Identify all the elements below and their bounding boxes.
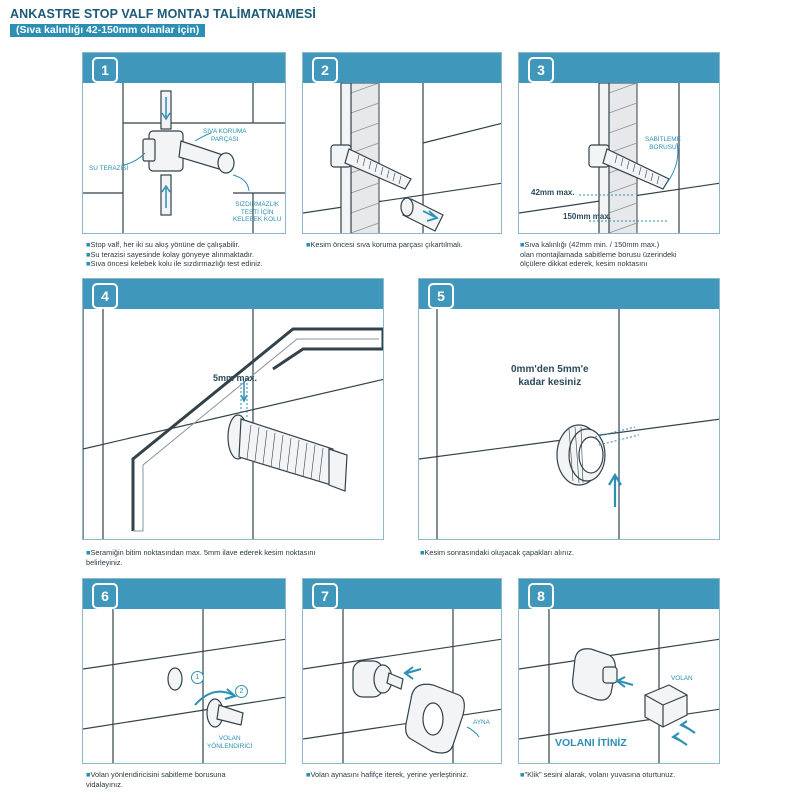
step-2-number: 2 [312, 57, 338, 83]
step-3-max-label: 150mm max. [563, 212, 612, 221]
step-8-illustration [519, 609, 719, 763]
step-5-caption-line-1: Kesim sonrasındaki oluşacak çapakları al… [424, 548, 574, 557]
step-2-caption-line-1: Kesim öncesi sıva koruma parçası çıkartı… [310, 240, 463, 249]
step-3-caption-line-2: olan montajlamada sabitleme borusu üzeri… [520, 249, 677, 259]
step-1-plaster-guard-label: SIVA KORUMA PARÇASI [203, 128, 247, 143]
step-5-illustration [419, 309, 719, 539]
step-3-illustration [519, 83, 719, 233]
step-6-number-2: 2 [235, 685, 248, 698]
step-3-fixing-pipe-label: SABİTLEME BORUSU [645, 136, 681, 151]
step-8-attach-label: VOLANI İTİNİZ [555, 737, 627, 749]
step-4-caption: ■Seramiğin bitim noktasından max. 5mm il… [86, 548, 316, 567]
step-4-panel: 4 5mm max. [82, 278, 384, 540]
document-title: ANKASTRE STOP VALF MONTAJ TALİMATNAMESİ [10, 7, 316, 21]
step-7-illustration [303, 609, 501, 763]
step-8-header: 8 [519, 579, 719, 609]
step-3-caption: ■Sıva kalınlığı (42mm min. / 150mm max.)… [520, 240, 677, 269]
step-2-header: 2 [303, 53, 501, 83]
step-8-number: 8 [528, 583, 554, 609]
step-1-panel: 1 SIVA KORUMA PARÇASI SU TERAZİSİ SIZDIR… [82, 52, 286, 234]
step-1-caption: ■Stop valf, her iki su akış yönüne de ça… [86, 240, 263, 269]
step-7-caption-line-1: Volan aynasını hafifçe iterek, yerine ye… [310, 770, 469, 779]
step-7-header: 7 [303, 579, 501, 609]
step-5-caption: ■Kesim sonrasındaki oluşacak çapakları a… [420, 548, 574, 557]
step-8-caption-line-1: "Klik" sesini alarak, volanı yuvasına ot… [524, 770, 676, 779]
step-4-caption-line-1: Seramiğin bitim noktasından max. 5mm ila… [90, 548, 316, 557]
step-5-panel: 5 0mm'den 5mm'e kadar kesiniz [418, 278, 720, 540]
step-6-caption-line-2: vidalayınız. [86, 779, 123, 789]
step-6-illustration [83, 609, 285, 763]
step-1-caption-line-1: Stop valf, her iki su akış yönüne de çal… [90, 240, 240, 249]
step-6-number-1: 1 [191, 671, 204, 684]
step-3-caption-line-1: Sıva kalınlığı (42mm min. / 150mm max.) [524, 240, 660, 249]
step-1-test-lever-label: SIZDIRMAZLIK TESTİ İÇİN KELEBEK KOLU [233, 201, 282, 223]
step-1-level-label: SU TERAZİSİ [89, 165, 129, 172]
step-6-header: 6 [83, 579, 285, 609]
step-3-panel: 3 SABİTLEME BORUSU 42mm max. 150mm max. [518, 52, 720, 234]
step-2-caption: ■Kesim öncesi sıva koruma parçası çıkart… [306, 240, 463, 249]
step-4-max-label: 5mm max. [213, 373, 258, 383]
step-7-number: 7 [312, 583, 338, 609]
step-1-caption-line-3: Sıva öncesi kelebek kolu ile sızdırmazlı… [90, 259, 263, 269]
step-3-number: 3 [528, 57, 554, 83]
step-3-min-label: 42mm max. [531, 188, 575, 197]
step-6-panel: 6 1 2 VOLAN YÖNLENDİRİCİ [82, 578, 286, 764]
step-3-header: 3 [519, 53, 719, 83]
step-3-caption-line-3: ölçülere dikkat ederek, kesim noktasını [520, 259, 648, 269]
step-2-illustration [303, 83, 501, 233]
step-1-caption-line-2: Su terazisi sayesinde kolay gönyeye alın… [90, 249, 254, 259]
step-7-mirror-label: AYNA [473, 719, 490, 726]
step-5-range-label: 0mm'den 5mm'e kadar kesiniz [511, 364, 589, 388]
step-8-wheel-label: VOLAN [671, 675, 693, 682]
step-1-number: 1 [92, 57, 118, 83]
step-6-caption: ■Volan yönlendiricisini sabitleme borusu… [86, 770, 226, 789]
step-6-caption-line-1: Volan yönlendiricisini sabitleme borusun… [90, 770, 226, 779]
step-4-number: 4 [92, 283, 118, 309]
step-6-number: 6 [92, 583, 118, 609]
step-8-panel: 8 VOLAN VOLANI İTİNİZ [518, 578, 720, 764]
step-5-number: 5 [428, 283, 454, 309]
step-1-header: 1 [83, 53, 285, 83]
step-1-illustration [83, 83, 285, 233]
step-2-panel: 2 [302, 52, 502, 234]
document-subtitle: (Sıva kalınlığı 42-150mm olanlar için) [10, 24, 206, 37]
step-4-illustration [83, 309, 383, 539]
step-8-caption: ■"Klik" sesini alarak, volanı yuvasına o… [520, 770, 676, 779]
step-4-caption-line-2: belirleyiniz. [86, 557, 123, 567]
step-7-caption: ■Volan aynasını hafifçe iterek, yerine y… [306, 770, 469, 779]
step-4-header: 4 [83, 279, 383, 309]
step-5-header: 5 [419, 279, 719, 309]
step-7-panel: 7 AYNA [302, 578, 502, 764]
step-6-guide-label: VOLAN YÖNLENDİRİCİ [207, 735, 253, 750]
